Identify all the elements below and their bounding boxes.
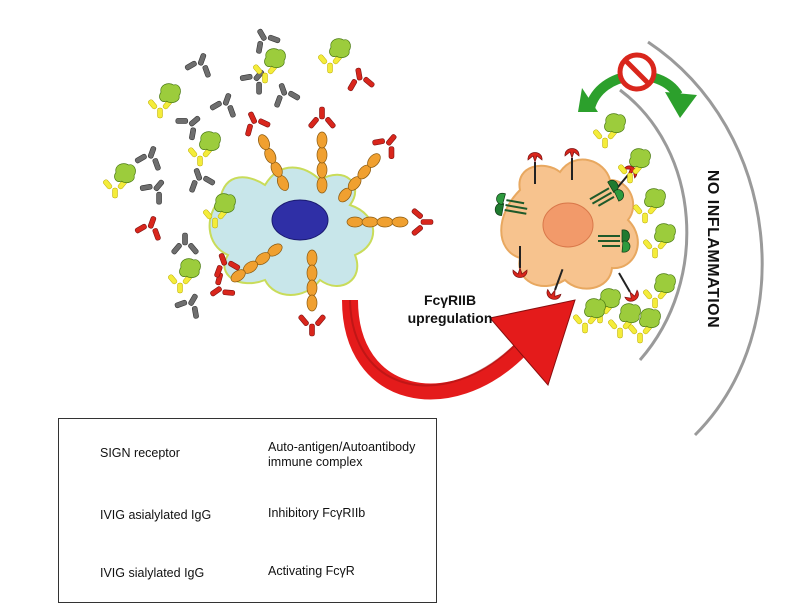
macrophage-nucleus xyxy=(542,202,594,248)
legend-item-immune-complex-line1: Auto-antigen/Autoantibody xyxy=(268,440,416,454)
legend xyxy=(58,418,437,603)
legend-item-sialylated-igg: IVIG sialylated IgG xyxy=(100,566,205,580)
legend-item-activating: Activating FcγR xyxy=(268,564,355,578)
legend-item-asialylated-igg: IVIG asialylated IgG xyxy=(100,508,212,522)
upregulation-label-line1: FcγRIIB xyxy=(424,292,476,308)
upregulation-arrow xyxy=(342,299,576,400)
barrier-arcs xyxy=(619,40,764,437)
legend-item-immune-complex-line2: immune complex xyxy=(268,455,363,469)
dc-nucleus xyxy=(271,199,329,241)
upregulation-label-line2: upregulation xyxy=(408,310,493,326)
legend-item-inhibitory: Inhibitory FcγRIIb xyxy=(268,506,366,520)
legend-item-sign-receptor: SIGN receptor xyxy=(100,446,180,460)
no-symbol-icon xyxy=(617,52,657,92)
no-inflammation-label: NO INFLAMMATION xyxy=(704,169,721,329)
